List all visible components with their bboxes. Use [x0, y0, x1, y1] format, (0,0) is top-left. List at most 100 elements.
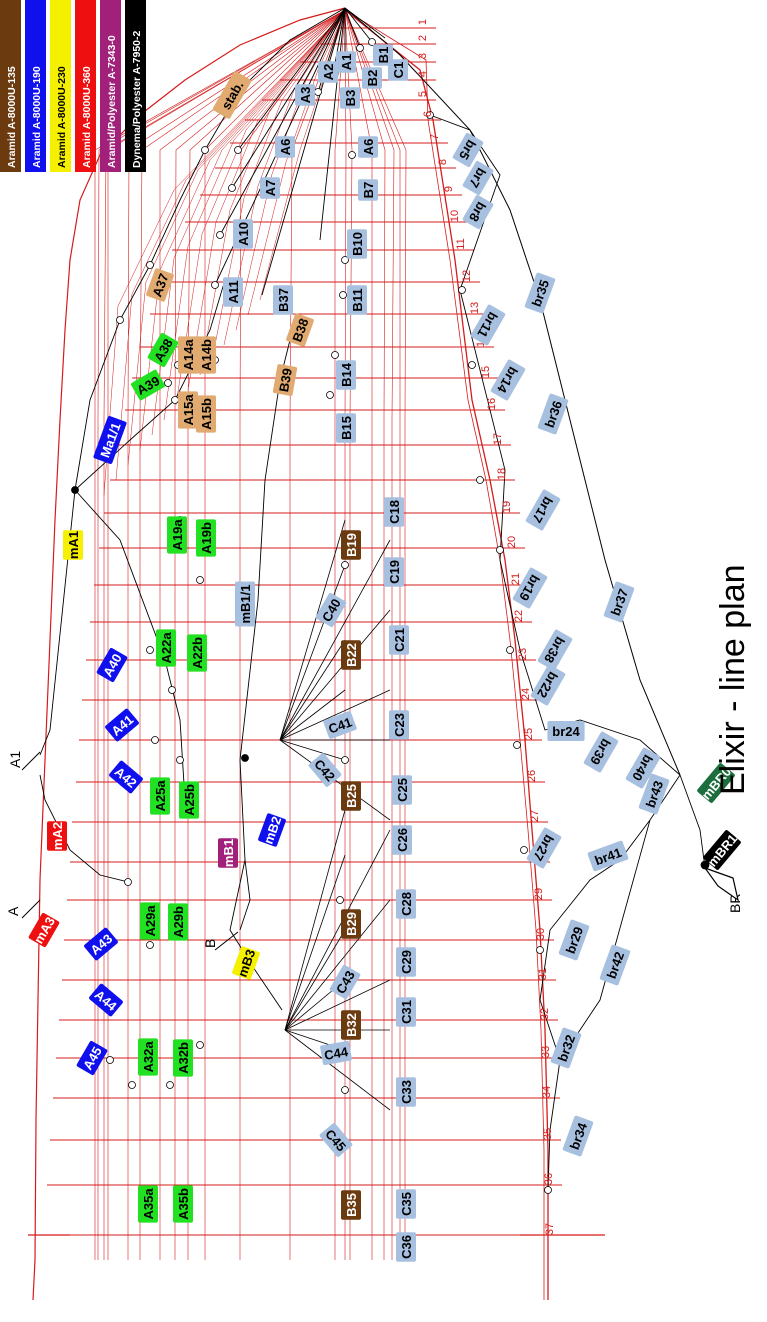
line-label: br7: [462, 161, 494, 195]
line-label: C23: [389, 710, 409, 740]
line-label: mB1: [218, 838, 238, 868]
line-label-text: A32b: [176, 1042, 191, 1074]
line-label-box: [308, 753, 342, 787]
line-label: C18: [384, 497, 404, 527]
line-label: A10: [233, 219, 253, 249]
line-label-text: B32: [344, 1013, 359, 1037]
legend-item: Aramid A-8000U-360: [75, 0, 96, 172]
line-label-box: [490, 359, 526, 401]
line-label: C1: [388, 59, 408, 81]
rib-number: 18: [496, 468, 508, 480]
upper-line: [344, 7, 386, 39]
line-label-text: A35b: [176, 1188, 191, 1220]
line-label-box: [196, 395, 216, 433]
line-label: A45: [76, 1041, 108, 1075]
line-label-text: C36: [399, 1235, 414, 1259]
line-cascade: [127, 11, 346, 466]
line-cascade: [103, 11, 346, 496]
riser-label: A: [5, 906, 21, 916]
line-label-box: [318, 61, 338, 83]
line-label-box: [396, 1189, 416, 1219]
line-label: A3: [295, 84, 315, 106]
line-label-box: [173, 1185, 193, 1223]
line-label: br8: [462, 195, 494, 229]
line-label: A19b: [196, 519, 216, 557]
attachment-point: [168, 686, 176, 694]
junction-dot: [241, 754, 249, 762]
line-label: B32: [341, 1010, 361, 1040]
attachment-point: [331, 351, 339, 359]
line-cascade: [139, 11, 346, 451]
upper-line: [344, 7, 361, 49]
line-label: A25b: [179, 781, 199, 819]
line-label: br32: [550, 1027, 582, 1069]
line-label-box: [341, 530, 361, 560]
legend-item: Aramid A-8000U-135: [0, 0, 21, 172]
line-label-box: [272, 364, 298, 396]
line-label-box: [358, 136, 378, 158]
junction-dot: [71, 486, 79, 494]
line-label: A2: [318, 61, 338, 83]
line-label-box: [109, 760, 143, 794]
line-label-box: [178, 391, 198, 429]
attachment-point: [476, 476, 484, 484]
line-label-box: [558, 919, 590, 961]
attachment-point: [196, 576, 204, 584]
line-cascade: [115, 11, 346, 481]
line-cascade: [97, 9, 346, 1260]
legend-label: Aramid/Polyester A-7343-0: [106, 35, 118, 168]
line-label-box: [384, 497, 404, 527]
line-label-text: B3: [343, 90, 358, 107]
line-label-text: B10: [350, 232, 365, 256]
c-line: [279, 639, 346, 741]
attachment-point: [176, 756, 184, 764]
legend-swatch: [125, 0, 146, 172]
line-label: A39: [131, 369, 165, 401]
line-label-text: C29: [399, 950, 414, 974]
rib-number: 27: [529, 810, 541, 822]
attachment-point: [146, 646, 154, 654]
rib-number: 5: [417, 91, 429, 97]
attachment-point: [426, 111, 434, 119]
rib-number: 31: [537, 968, 549, 980]
line-label: A7: [260, 177, 280, 199]
riser-hook: [21, 899, 41, 919]
line-label-box: [537, 629, 573, 671]
line-cascade: [94, 9, 346, 1260]
line-label: A35b: [173, 1185, 193, 1223]
line-label: A43: [84, 927, 118, 961]
line-label-text: B35: [344, 1193, 359, 1217]
rib-number: 7: [429, 134, 441, 140]
rib-number: 32: [539, 1008, 551, 1020]
legend-label: Aramid A-8000U-230: [56, 66, 68, 168]
legend-label: Aramid A-8000U-135: [6, 66, 18, 168]
line-label-box: [396, 947, 416, 977]
line-label-box: [697, 763, 735, 803]
line-label: A32b: [173, 1039, 193, 1077]
line-label-box: [550, 1027, 582, 1069]
line-label: A40: [96, 648, 128, 682]
line-label-text: B11: [350, 288, 365, 311]
brake-cascade: [429, 114, 681, 776]
attachment-point: [368, 38, 376, 46]
attachment-point: [228, 184, 236, 192]
line-label: A35a: [138, 1185, 158, 1223]
line-label: br42: [599, 944, 631, 986]
line-label: mB3: [232, 946, 260, 980]
line-label-box: [178, 336, 198, 374]
line-label: A15b: [196, 395, 216, 433]
mb-b-line: [239, 859, 251, 931]
line-label-box: [703, 830, 741, 870]
line-label-text: A14a: [181, 339, 196, 371]
line-label-box: [138, 1038, 158, 1076]
attachment-point: [314, 88, 322, 96]
brake-handle-icon: [703, 866, 739, 902]
rib-number: 16: [486, 398, 498, 410]
line-label-box: [358, 179, 378, 201]
line-label: br36: [537, 393, 569, 435]
line-label-text: B25: [344, 784, 359, 808]
line-label-box: [260, 177, 280, 199]
line-label: B14: [336, 360, 356, 390]
line-label: A1: [336, 51, 356, 73]
